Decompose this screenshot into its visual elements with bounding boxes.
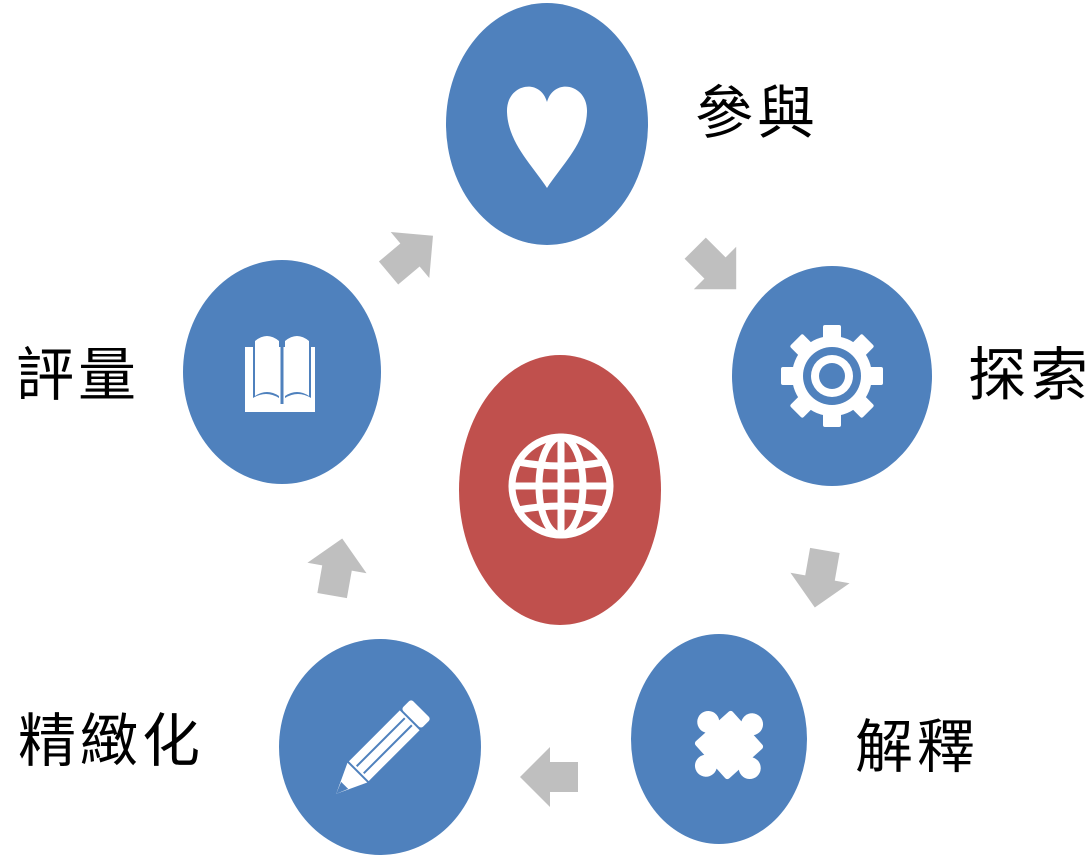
flow-arrow-evaluate-to-engage [378,232,433,285]
flow-arrow-engage-to-explore [684,237,737,290]
flow-arrow-explore-to-explain [790,547,850,608]
stage-label-elaborate: 精緻化 [18,707,205,775]
globe-icon [508,433,614,539]
open-book-icon [245,336,315,412]
puzzle-piece-icon [694,710,764,780]
stage-label-evaluate: 評量 [16,341,141,409]
stage-node-evaluate [183,260,381,484]
stage-node-elaborate [279,639,481,855]
stage-label-explain: 解釋 [855,713,980,781]
flow-arrow-elaborate-to-evaluate [307,538,367,599]
heart-icon [506,86,588,188]
center-node [459,355,661,625]
stage-node-explain [631,634,807,844]
gear-icon [781,325,883,427]
stage-node-engage [446,3,648,245]
stage-node-explore [732,266,932,486]
pencil-icon [336,700,430,794]
flow-arrow-explain-to-elaborate [520,747,578,807]
stage-label-engage: 參與 [695,79,820,147]
stage-label-explore: 探索 [968,341,1092,409]
